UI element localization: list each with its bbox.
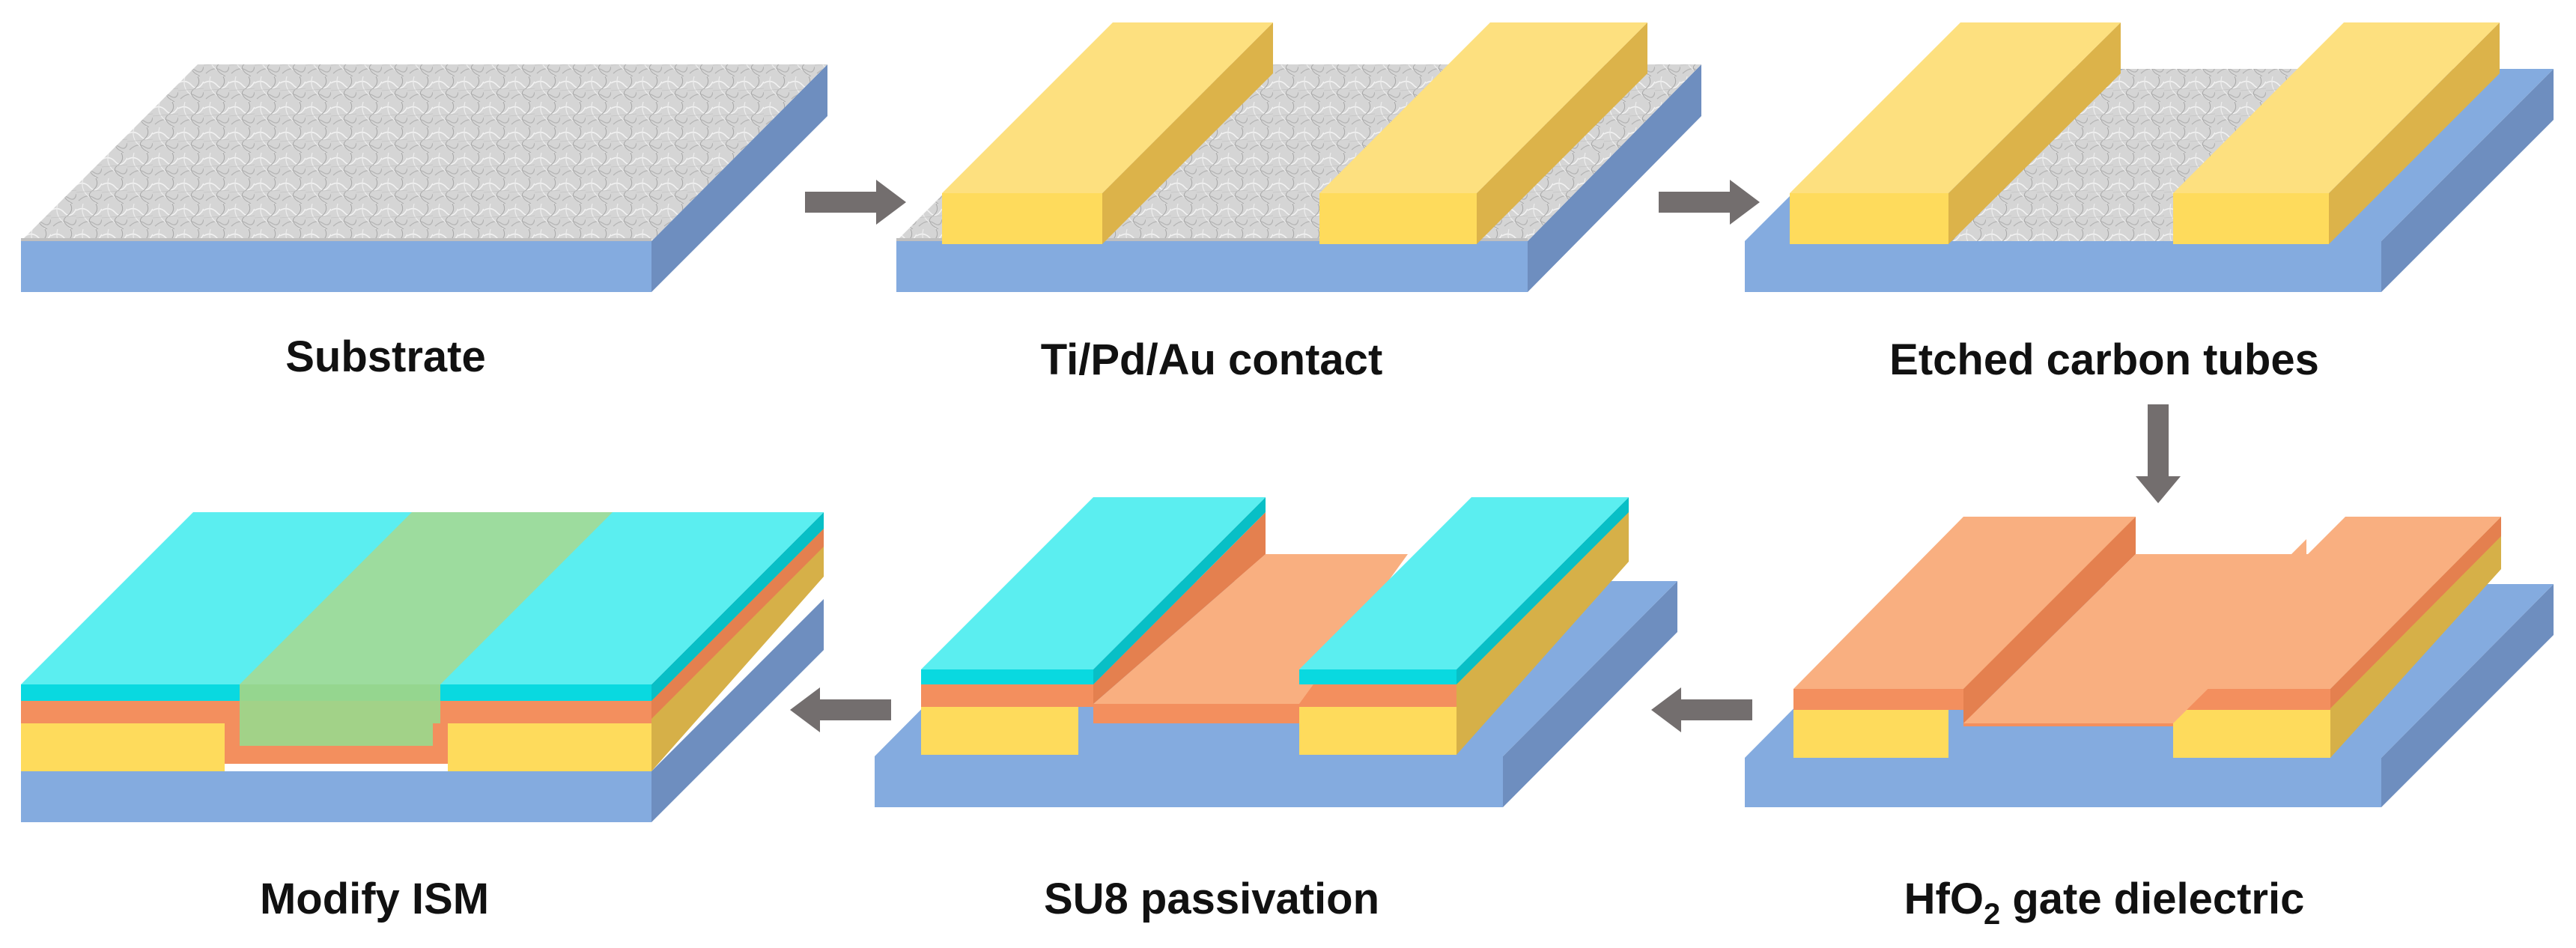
- gold-contact-right: [1299, 509, 1629, 755]
- gold-contact-right: [2173, 22, 2500, 244]
- step-su8: SU8 passivation: [875, 497, 1677, 923]
- su8-passivation-left: [921, 497, 1266, 684]
- step-label: Etched carbon tubes: [1889, 335, 2319, 384]
- step-label: Substrate: [285, 332, 486, 381]
- gold-contact-left: [1793, 710, 1948, 758]
- label-rest: gate dielectric: [2000, 875, 2304, 923]
- cnt-channel: [1948, 69, 2347, 241]
- label-subscript: 2: [1984, 898, 2000, 931]
- step-contact: Ti/Pd/Au contact: [896, 22, 1701, 384]
- gold-contact-right: [1319, 22, 1647, 244]
- label-main: HfO: [1904, 875, 1984, 923]
- su8-passivation-right: [1299, 497, 1629, 684]
- ism-membrane: [240, 512, 613, 746]
- substrate-layer: [21, 599, 824, 822]
- substrate-layer: [896, 64, 1701, 292]
- hfo2-layer: [1793, 517, 2501, 726]
- gold-contact-left: [921, 707, 1078, 755]
- gold-contact-left: [1790, 22, 2121, 244]
- step-hfo2: HfO2 gate dielectric: [1745, 517, 2554, 931]
- step-label: SU8 passivation: [1044, 875, 1379, 923]
- step-label: HfO2 gate dielectric: [1904, 875, 2305, 931]
- substrate-layer: [21, 64, 827, 292]
- step-label: Ti/Pd/Au contact: [1041, 335, 1383, 384]
- step-label: Modify ISM: [260, 875, 489, 923]
- hfo2-layer: [921, 512, 1456, 723]
- step-etched: Etched carbon tubes: [1745, 22, 2554, 384]
- gold-contact-left: [942, 22, 1273, 244]
- step-ism: Modify ISM: [21, 512, 824, 923]
- process-arrow-icon: [790, 687, 891, 732]
- process-arrow-icon: [805, 180, 906, 225]
- process-arrow-icon: [1659, 180, 1760, 225]
- gold-contact-left: [21, 723, 225, 771]
- cnt-film: [21, 64, 827, 241]
- process-arrow-icon: [1651, 687, 1752, 732]
- step-substrate: Substrate: [21, 64, 827, 381]
- process-arrow-icon: [2136, 404, 2181, 503]
